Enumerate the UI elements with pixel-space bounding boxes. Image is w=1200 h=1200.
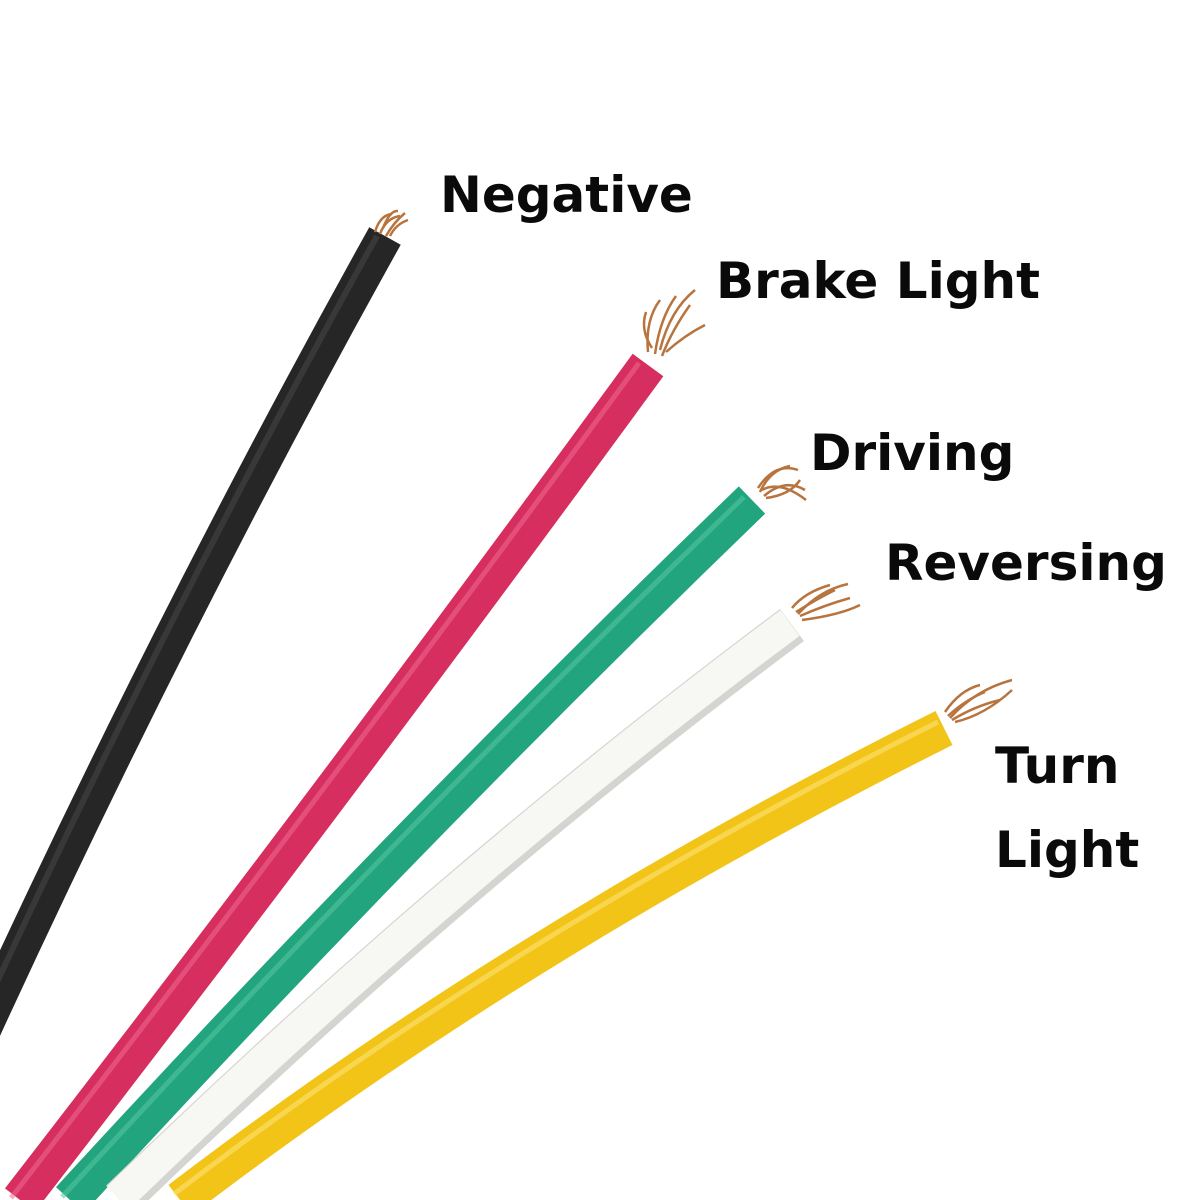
label-driving: Driving: [810, 424, 1015, 482]
label-brake-light: Brake Light: [716, 252, 1041, 310]
wire-brake-light-insulation: [4, 353, 664, 1200]
wire-driving-copper-strands: [756, 464, 807, 501]
wire-reversing: [106, 582, 861, 1200]
wire-brake-light-copper-strands: [642, 289, 706, 357]
wire-turn-light-insulation: [168, 711, 953, 1200]
label-turn-light-line-2: Light: [995, 821, 1140, 879]
wire-reversing-copper-strands: [791, 582, 861, 622]
wire-negative-copper-strands: [373, 209, 409, 237]
wire-turn-light-copper-strands: [943, 678, 1013, 724]
label-turn-light: Turn Light: [995, 724, 1139, 892]
wire-turn-light: [168, 678, 1013, 1200]
label-negative: Negative: [440, 166, 693, 224]
label-reversing: Reversing: [885, 534, 1167, 592]
wire-driving-insulation: [55, 486, 766, 1200]
wire-driving: [55, 464, 807, 1200]
label-turn-light-line-1: Turn: [995, 737, 1120, 795]
wire-negative-insulation: [0, 227, 401, 1036]
wire-negative: [0, 209, 409, 1036]
wire-brake-light: [4, 289, 706, 1200]
